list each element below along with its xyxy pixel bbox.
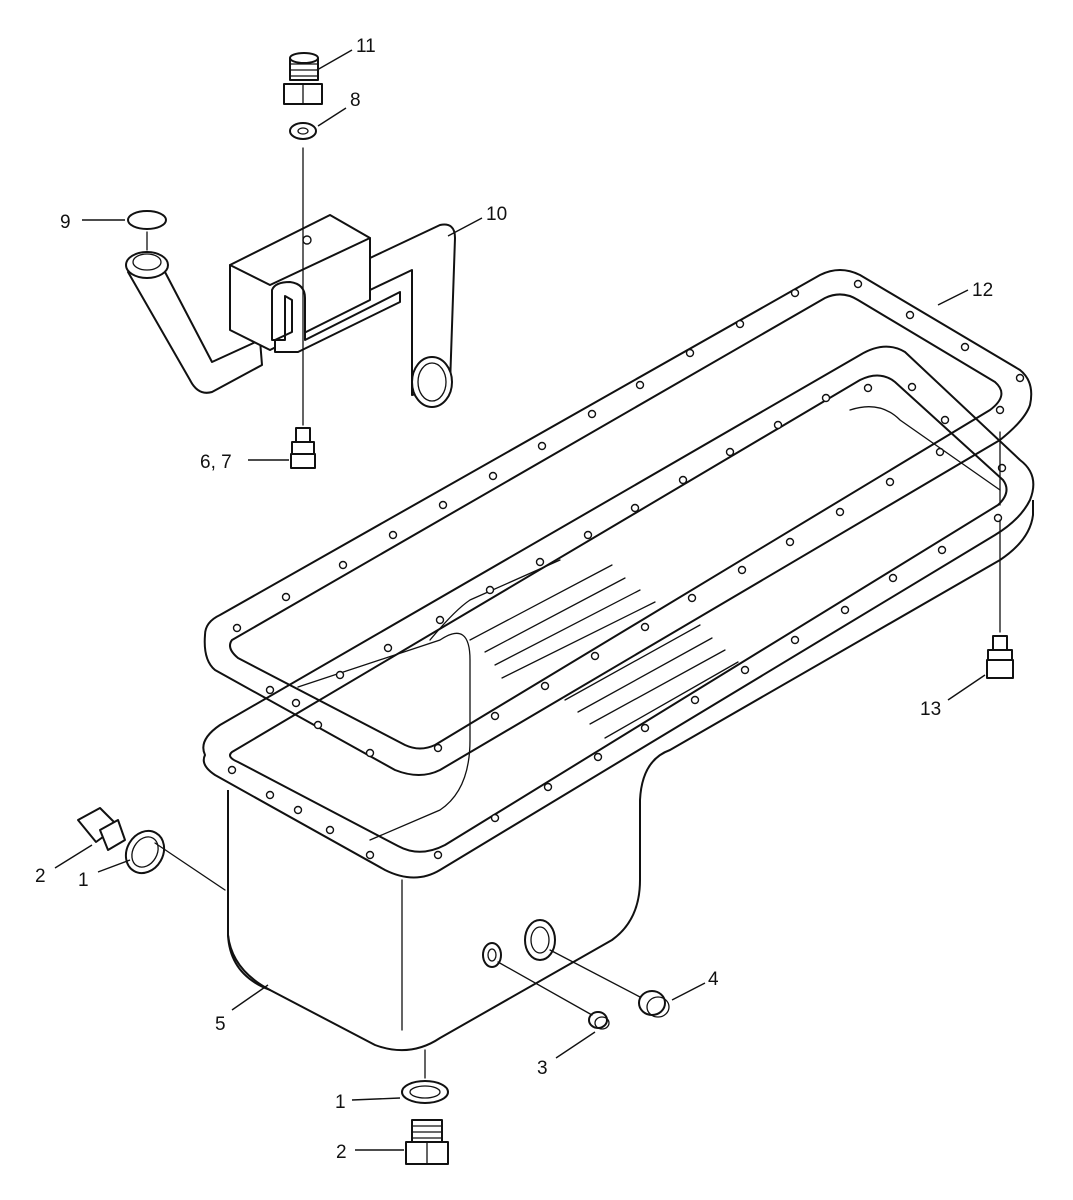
callout-1-upper: 1 (78, 870, 89, 891)
plug-3 (588, 1011, 610, 1030)
gasket (203, 269, 1033, 776)
gasket-bolt-holes (232, 279, 1025, 758)
callout-4: 4 (708, 969, 719, 990)
bolt-6-7 (290, 427, 316, 469)
callout-2-lower: 2 (336, 1142, 347, 1163)
callout-2-upper: 2 (35, 866, 46, 887)
oil-pan (202, 345, 1035, 1052)
leader-lines (54, 49, 986, 1151)
callout-1-lower: 1 (335, 1092, 346, 1113)
o-ring-9 (127, 210, 167, 230)
callout-labels: 11 8 9 10 12 6, 7 13 2 1 5 4 3 1 2 (35, 36, 993, 1163)
bolt-13 (986, 635, 1014, 679)
plug-11 (283, 52, 323, 105)
plug-4 (638, 990, 670, 1018)
callout-6-7: 6, 7 (200, 452, 232, 473)
callout-12: 12 (972, 280, 993, 301)
oil-suction-pipe (125, 214, 456, 408)
callout-13: 13 (920, 699, 941, 720)
washer-8 (289, 122, 317, 140)
drain-plug-2-lower (405, 1119, 449, 1165)
callout-11: 11 (356, 36, 376, 57)
callout-9: 9 (60, 212, 71, 233)
seal-ring-1-lower (401, 1080, 449, 1104)
callout-8: 8 (350, 90, 361, 111)
seal-ring-1-upper (124, 829, 166, 875)
pan-bolt-holes (227, 382, 1007, 860)
drain-plug-2-upper (77, 807, 126, 851)
callout-5: 5 (215, 1014, 226, 1035)
callout-3: 3 (537, 1058, 548, 1079)
callout-10: 10 (486, 204, 507, 225)
